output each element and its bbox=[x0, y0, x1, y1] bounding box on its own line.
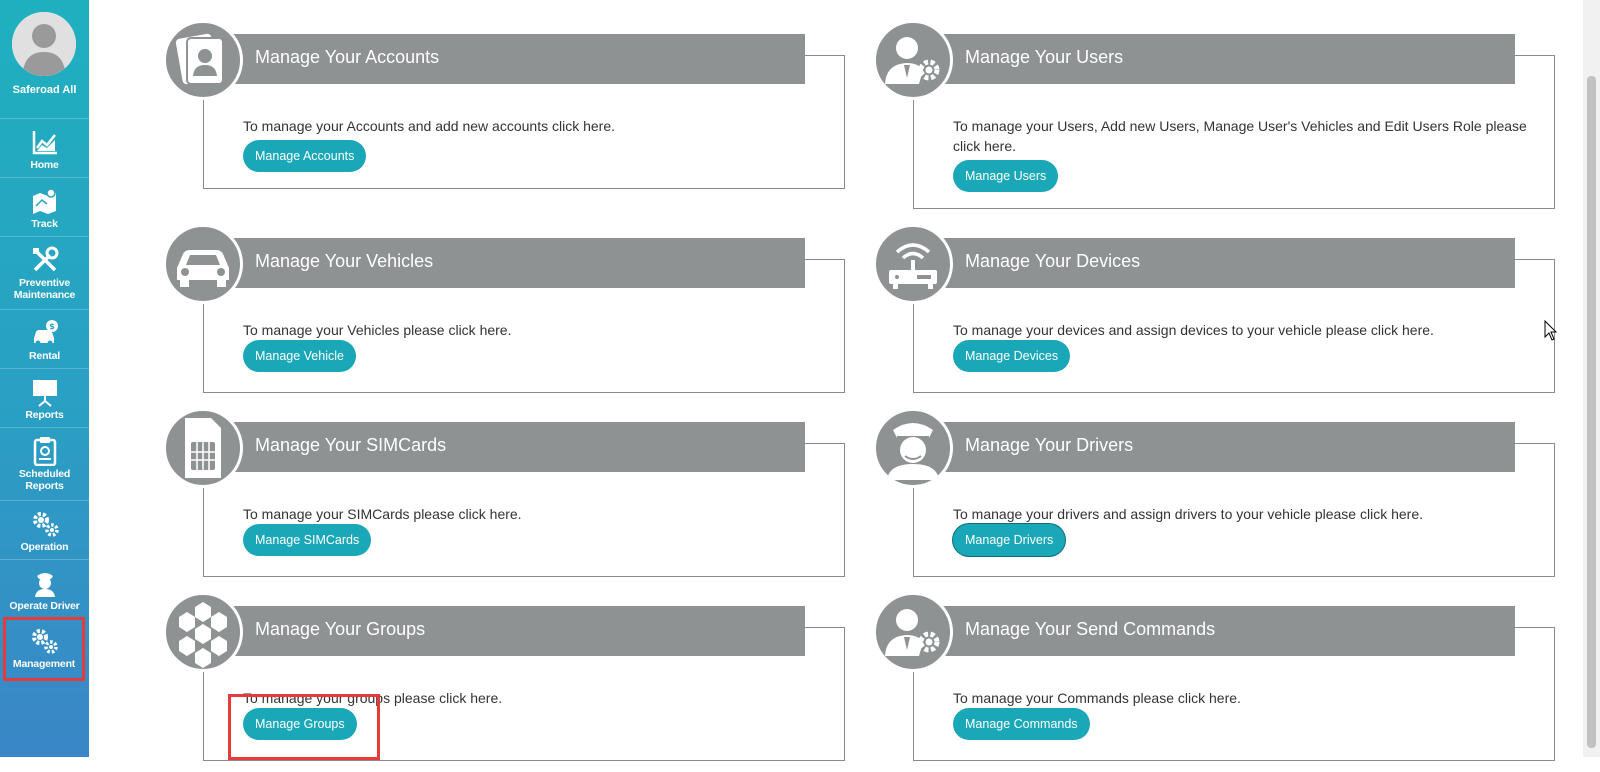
accounts-card-icon bbox=[163, 20, 243, 100]
card-header-bar bbox=[218, 606, 805, 656]
card-devices: Manage Your Devices To manage your devic… bbox=[873, 224, 1573, 404]
mouse-cursor-icon bbox=[1544, 320, 1558, 341]
router-icon bbox=[873, 224, 953, 304]
gears-icon bbox=[29, 626, 59, 656]
card-title: Manage Your Drivers bbox=[965, 435, 1134, 455]
card-header-bar bbox=[218, 238, 805, 288]
sidebar-item-label: Rental bbox=[29, 350, 60, 362]
sidebar-item-label: Scheduled Reports bbox=[18, 468, 71, 492]
manage-users-button[interactable]: Manage Users bbox=[953, 160, 1059, 192]
driver-icon bbox=[30, 568, 60, 598]
card-title: Manage Your Groups bbox=[255, 619, 426, 639]
card-simcards: Manage Your SIMCards To manage your SIMC… bbox=[163, 408, 863, 588]
card-send-commands: Manage Your Send Commands To manage your… bbox=[873, 592, 1573, 772]
sidebar-item-management[interactable]: Management bbox=[3, 617, 85, 681]
sidebar-item-label: Track bbox=[31, 218, 58, 230]
sidebar-item-label: Operation bbox=[20, 541, 69, 553]
user-gear-icon bbox=[873, 20, 953, 100]
sidebar-item-label: Operate Driver bbox=[9, 600, 80, 612]
manage-vehicle-button[interactable]: Manage Vehicle bbox=[243, 340, 356, 372]
presentation-icon bbox=[30, 377, 60, 407]
highlight-box bbox=[228, 694, 380, 760]
card-header-bar bbox=[218, 34, 805, 84]
profile-name: Saferoad All bbox=[12, 84, 77, 96]
card-drivers: Manage Your Drivers To manage your drive… bbox=[873, 408, 1573, 588]
svg-text:$: $ bbox=[49, 322, 55, 331]
card-description: To manage your SIMCards please click her… bbox=[243, 506, 522, 522]
card-title: Manage Your Vehicles bbox=[255, 251, 434, 271]
driver-icon bbox=[873, 408, 953, 488]
avatar[interactable] bbox=[12, 12, 76, 76]
scrollbar-thumb[interactable] bbox=[1587, 76, 1596, 748]
car-icon bbox=[163, 224, 243, 304]
sidebar-item-rental[interactable]: $ Rental bbox=[0, 309, 89, 367]
sidebar-item-operation[interactable]: Operation bbox=[0, 500, 89, 558]
car-dollar-icon: $ bbox=[30, 318, 60, 348]
card-title: Manage Your Accounts bbox=[255, 47, 440, 67]
clipboard-icon bbox=[30, 436, 60, 466]
sidebar-item-track[interactable]: Track bbox=[0, 177, 89, 235]
user-gear-icon bbox=[873, 592, 953, 672]
card-header-bar bbox=[218, 422, 805, 472]
sidebar-item-preventive-maintenance[interactable]: Preventive Maintenance bbox=[0, 236, 89, 308]
card-description: To manage your Accounts and add new acco… bbox=[243, 118, 615, 134]
card-description: To manage your Users, Add new Users, Man… bbox=[953, 118, 1527, 154]
hexagons-icon bbox=[163, 592, 243, 672]
card-description: To manage your drivers and assign driver… bbox=[953, 506, 1424, 522]
sidebar: Saferoad All Home Track Preventive Maint… bbox=[0, 0, 89, 757]
gears-icon bbox=[30, 509, 60, 539]
avatar-icon bbox=[12, 12, 76, 76]
manage-drivers-button[interactable]: Manage Drivers bbox=[953, 524, 1066, 556]
manage-commands-button[interactable]: Manage Commands bbox=[953, 708, 1090, 740]
sidebar-item-label: Home bbox=[30, 159, 59, 171]
sidebar-item-home[interactable]: Home bbox=[0, 118, 89, 176]
sidebar-item-label: Reports bbox=[25, 409, 64, 421]
manage-groups-button[interactable]: Manage Groups bbox=[243, 708, 357, 740]
manage-simcards-button[interactable]: Manage SIMCards bbox=[243, 524, 372, 556]
card-header-bar bbox=[928, 422, 1515, 472]
simcard-icon bbox=[163, 408, 243, 488]
sidebar-item-label: Management bbox=[12, 658, 76, 670]
profile: Saferoad All bbox=[0, 0, 89, 112]
sidebar-item-label: Preventive Maintenance bbox=[13, 277, 76, 301]
card-accounts: Manage Your Accounts To manage your Acco… bbox=[163, 20, 863, 200]
card-description: To manage your Vehicles please click her… bbox=[243, 322, 512, 338]
card-header-bar bbox=[928, 34, 1515, 84]
manage-accounts-button[interactable]: Manage Accounts bbox=[243, 140, 367, 172]
card-groups: Manage Your Groups To manage your groups… bbox=[163, 592, 863, 772]
card-title: Manage Your SIMCards bbox=[255, 435, 447, 455]
card-users: Manage Your Users To manage your Users, … bbox=[873, 20, 1573, 209]
card-title: Manage Your Send Commands bbox=[965, 619, 1216, 639]
manage-devices-button[interactable]: Manage Devices bbox=[953, 340, 1071, 372]
chart-icon bbox=[30, 127, 60, 157]
card-title: Manage Your Devices bbox=[965, 251, 1141, 271]
card-description: To manage your devices and assign device… bbox=[953, 322, 1434, 338]
card-header-bar bbox=[928, 606, 1515, 656]
map-icon bbox=[30, 186, 60, 216]
card-header-bar bbox=[928, 238, 1515, 288]
sidebar-item-operate-driver[interactable]: Operate Driver bbox=[0, 559, 89, 617]
tools-icon bbox=[30, 245, 60, 275]
card-description: To manage your Commands please click her… bbox=[953, 690, 1241, 706]
sidebar-item-scheduled-reports[interactable]: Scheduled Reports bbox=[0, 427, 89, 499]
card-vehicles: Manage Your Vehicles To manage your Vehi… bbox=[163, 224, 863, 404]
scrollbar[interactable] bbox=[1583, 0, 1600, 757]
card-title: Manage Your Users bbox=[965, 47, 1124, 67]
sidebar-item-reports[interactable]: Reports bbox=[0, 368, 89, 426]
